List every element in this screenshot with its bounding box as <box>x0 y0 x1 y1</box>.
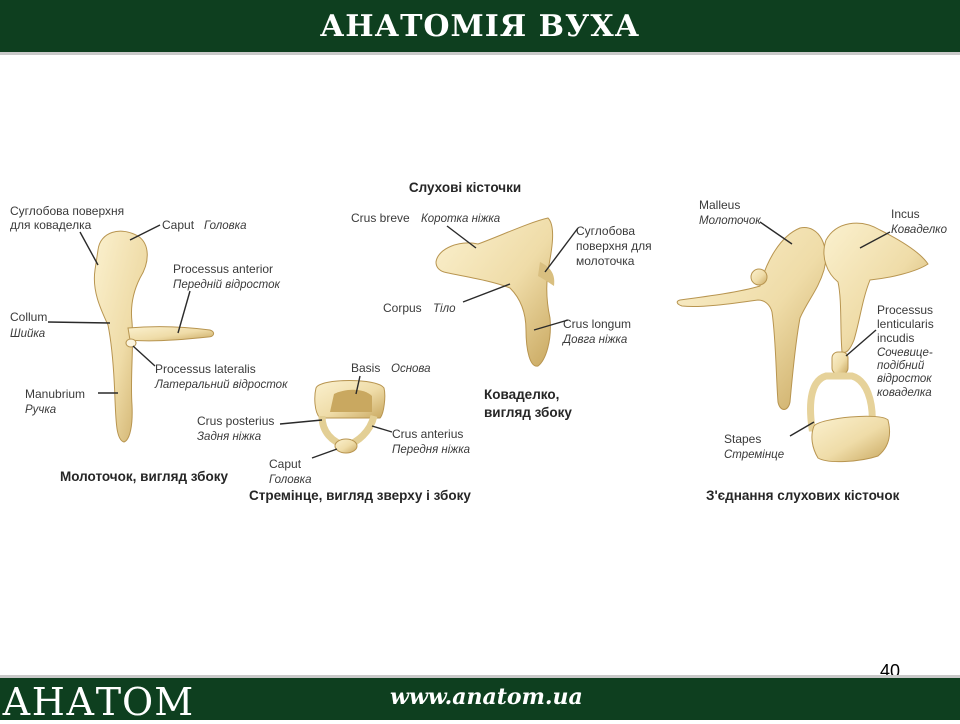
leader-line <box>132 345 156 367</box>
incus-crus-breve-ua: Коротка ніжка <box>421 213 500 225</box>
incus-crus-longum-label: Crus longum <box>563 317 631 331</box>
malleus-processus-lateralis-ua: Латеральний відросток <box>154 379 288 391</box>
leader-line <box>177 290 191 334</box>
incus-corpus-ua: Тіло <box>433 303 456 315</box>
joint-stapes-label: Stapes <box>724 432 761 446</box>
malleus-caput-ua: Головка <box>204 220 246 232</box>
ossicles-diagram: Слухові кісточки Суглобова поверхня для … <box>10 180 948 503</box>
leader-line <box>759 221 793 245</box>
stapes-basis-ua: Основа <box>391 363 431 375</box>
incus-caption-line1: Коваделко, <box>484 387 559 402</box>
joint-lenticularis-ua-line1: Сочевице- <box>877 347 933 359</box>
leader-line <box>47 321 111 324</box>
incus-illustration <box>435 217 555 367</box>
stapes-basis-label: Basis <box>351 361 380 375</box>
stapes-crus-anterius-ua: Передня ніжка <box>392 444 470 456</box>
joint-lenticularis-ua-line4: коваделка <box>877 387 932 399</box>
joint-stapes-ua: Стремінце <box>724 449 784 461</box>
joint-lenticularis-line1: Processus <box>877 303 933 317</box>
malleus-caput-label: Caput <box>162 218 195 232</box>
stapes-illustration <box>314 380 386 454</box>
malleus-manubrium-ua: Ручка <box>25 404 56 416</box>
malleus-collum-ua: Шийка <box>10 328 45 340</box>
ossicles-title: Слухові кісточки <box>409 180 521 195</box>
slide-title: АНАТОМІЯ ВУХА <box>319 9 641 44</box>
stapes-crus-posterius-label: Crus posterius <box>197 414 274 428</box>
stapes-caption: Стремінце, вигляд зверху і збоку <box>249 488 471 503</box>
header-bar: АНАТОМІЯ ВУХА <box>0 0 960 55</box>
stapes-caput-ua: Головка <box>269 474 311 486</box>
footer-bar: АНАТОМ www.anatom.ua <box>0 675 960 724</box>
joint-lenticularis-ua-line2: подібний <box>877 360 925 372</box>
leader-line <box>789 421 815 437</box>
website-link[interactable]: www.anatom.ua <box>390 684 583 710</box>
stapes-crus-posterius-ua: Задня ніжка <box>197 431 261 443</box>
joint-incus-ua: Коваделко <box>891 224 948 236</box>
stapes-crus-anterius-label: Crus anterius <box>392 427 463 441</box>
leader-line <box>544 227 579 273</box>
joint-lenticularis-line3: incudis <box>877 331 914 345</box>
incus-caption-line2: вигляд збоку <box>484 405 572 420</box>
joint-malleus-label: Malleus <box>699 198 740 212</box>
incus-corpus-label: Corpus <box>383 301 422 315</box>
incus-articular-line1: Суглобова <box>576 224 635 238</box>
malleus-manubrium-label: Manubrium <box>25 387 85 401</box>
leader-line <box>462 283 511 303</box>
leader-line <box>279 419 323 425</box>
leader-line <box>79 231 99 266</box>
joint-lenticularis-ua-line3: відросток <box>877 373 932 385</box>
malleus-articular-surface-line1: Суглобова поверхня <box>10 204 124 218</box>
malleus-processus-anterior-label: Processus anterior <box>173 262 273 276</box>
malleus-articular-surface-line2: для коваделка <box>10 218 92 232</box>
incus-articular-line3: молоточка <box>576 254 635 268</box>
anatom-logo: АНАТОМ <box>2 680 195 724</box>
stapes-caput-label: Caput <box>269 457 302 471</box>
malleus-processus-lateralis-label: Processus lateralis <box>155 362 256 376</box>
malleus-processus-anterior-ua: Передній відросток <box>173 279 281 291</box>
incus-crus-longum-ua: Довга ніжка <box>561 334 627 346</box>
joint-lenticularis-line2: lenticularis <box>877 317 934 331</box>
incus-articular-line2: поверхня для <box>576 239 652 253</box>
leader-line <box>845 329 877 357</box>
leader-line <box>533 319 569 331</box>
leader-line <box>446 225 477 249</box>
joint-malleus-ua: Молоточок <box>699 215 761 227</box>
malleus-collum-label: Collum <box>10 310 47 324</box>
leader-line <box>129 224 161 241</box>
leader-line <box>859 231 891 249</box>
leader-line <box>311 448 338 459</box>
malleus-caption: Молоточок, вигляд збоку <box>60 469 229 484</box>
malleus-illustration <box>93 230 215 443</box>
incus-crus-breve-label: Crus breve <box>351 211 410 225</box>
ossicles-joint-illustration <box>676 222 929 463</box>
joint-caption: З'єднання слухових кісточок <box>706 488 900 503</box>
joint-incus-label: Incus <box>891 207 920 221</box>
leader-line <box>355 375 361 395</box>
leader-line <box>371 425 393 433</box>
